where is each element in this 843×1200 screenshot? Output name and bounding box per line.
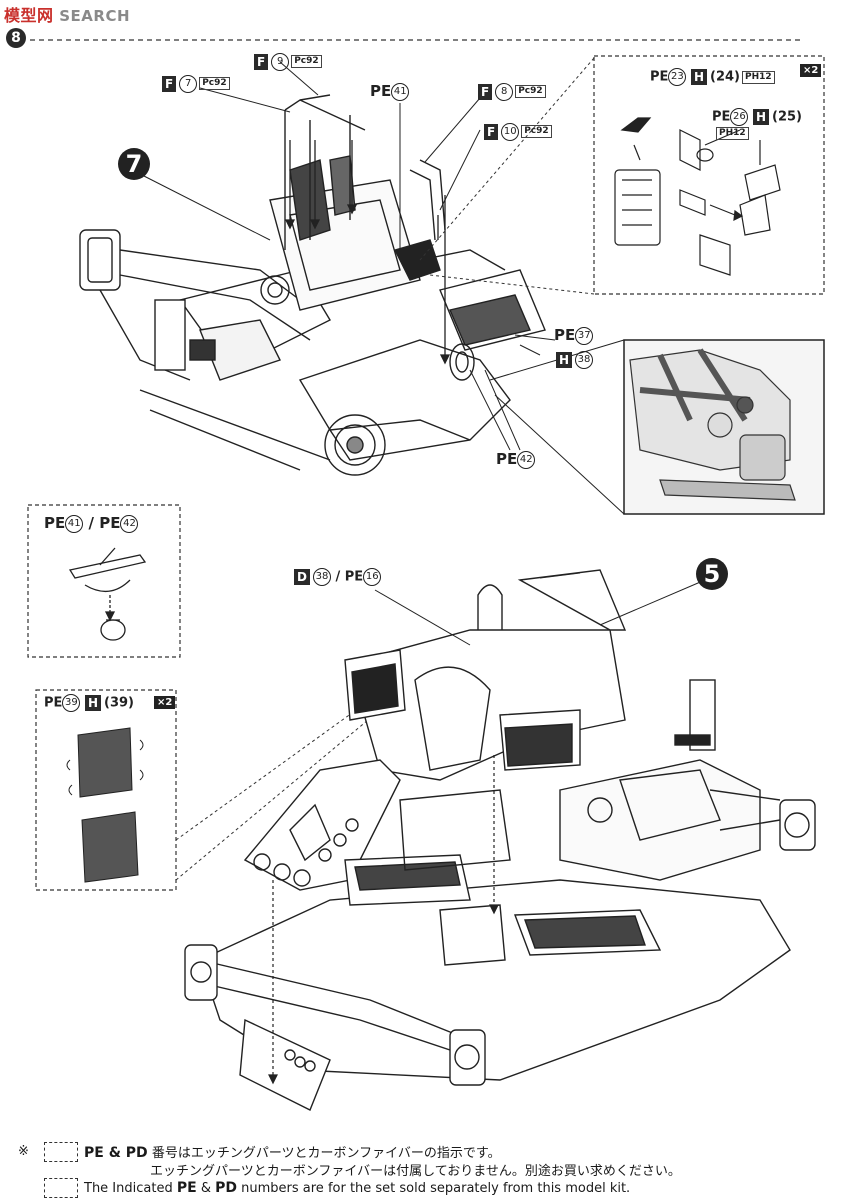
note-en-prefix: The Indicated: [84, 1181, 173, 1196]
part-tree-d: D: [294, 569, 310, 585]
part-num: 23: [668, 68, 687, 86]
material-pc: Pc92: [515, 85, 546, 98]
part-num: 39: [62, 694, 81, 712]
paren-num: (25): [772, 109, 802, 125]
part-num: 37: [575, 326, 594, 345]
h-icon: H: [556, 351, 573, 368]
material-pc: Pc92: [521, 125, 552, 138]
upper-arrows: [284, 140, 451, 365]
step-number: 8: [6, 28, 26, 48]
pe-prefix: PE: [44, 514, 66, 532]
note-en-suffix: numbers are for the set sold separately …: [241, 1181, 631, 1196]
watermark-chinese: 模型网: [4, 6, 54, 25]
part-num: 26: [730, 108, 749, 126]
part-num: 41: [391, 82, 410, 101]
multiplier-badge-bottom: ×2: [154, 696, 176, 709]
paren-num: (39): [104, 695, 134, 711]
upper-rear-assembly: [79, 94, 546, 476]
part-tree-f: F: [254, 53, 269, 70]
paren-num: (24): [710, 69, 740, 85]
material-ph: PH12: [741, 70, 775, 84]
part-num: 8: [495, 82, 514, 101]
detail-box-top: [593, 55, 825, 295]
note-en-amp: &: [200, 1181, 211, 1196]
detail-box-pe39: [35, 689, 177, 891]
pe-prefix: PE: [370, 82, 392, 100]
multiplier-badge-top: ×2: [800, 64, 822, 77]
upper-leaders: [141, 61, 556, 451]
part-num: 38: [575, 350, 594, 369]
pe-prefix: PE: [496, 450, 518, 468]
assembly-number-upper: 7: [118, 148, 150, 180]
h-icon: H: [690, 69, 707, 85]
note-jp-text2: エッチングパーツとカーボンファイバーは付属しておりません。別途お買い求めください…: [150, 1164, 681, 1179]
pe-prefix: PE: [554, 326, 576, 344]
part-num: 16: [363, 568, 382, 586]
note-jp-line2: エッチングパーツとカーボンファイバーは付属しておりません。別途お買い求めください…: [150, 1160, 681, 1179]
material-pc: Pc92: [199, 77, 230, 90]
h-icon: H: [84, 695, 101, 711]
pe-prefix: PE: [99, 514, 121, 532]
pe-prefix: PE: [344, 569, 364, 585]
callout-pe26-ph: PH12: [714, 126, 749, 140]
detail-box-top-art: [614, 117, 781, 276]
photo-inset-art: [629, 348, 796, 501]
lower-arrows: [268, 755, 499, 1085]
watermark-latin: SEARCH: [59, 7, 131, 25]
part-num: 9: [271, 52, 290, 71]
mesh-pieces: [66, 727, 144, 883]
pe-prefix: PE: [712, 109, 731, 125]
part-tree-f: F: [162, 75, 177, 92]
separator: /: [88, 514, 94, 532]
note-en-line: The Indicated PE & PD numbers are for th…: [84, 1180, 630, 1196]
detail-box-pe41-pe42: [27, 504, 181, 658]
detail-box-pe41-pe42-art: [68, 547, 147, 641]
separator: /: [335, 569, 341, 585]
watermark: 模型网 SEARCH: [4, 2, 130, 26]
pe-prefix: PE: [44, 695, 63, 711]
note-box-2: [44, 1178, 78, 1198]
part-tree-f: F: [484, 123, 499, 140]
part-num: 10: [501, 122, 520, 141]
part-num: 42: [517, 450, 536, 469]
note-box-1: [44, 1142, 78, 1162]
note-en-pe: PE: [176, 1180, 197, 1196]
material-pc: Pc92: [291, 55, 322, 68]
note-jp-line1: PE & PD 番号はエッチングパーツとカーボンファイバーの指示です。: [84, 1142, 501, 1161]
h-icon: H: [752, 109, 769, 125]
note-mark: ※: [18, 1144, 29, 1159]
note-en-pd: PD: [215, 1180, 237, 1196]
part-num: 38: [312, 568, 331, 586]
part-num: 7: [179, 74, 198, 93]
footer-note: ※ PE & PD 番号はエッチングパーツとカーボンファイバーの指示です。 エッ…: [0, 1138, 843, 1200]
lower-leaders: [374, 579, 706, 646]
material-ph: PH12: [716, 126, 749, 140]
part-tree-f: F: [478, 83, 493, 100]
note-jp-text1: 番号はエッチングパーツとカーボンファイバーの指示です。: [151, 1146, 501, 1161]
assembly-number-lower: 5: [696, 558, 728, 590]
lower-chassis: [184, 569, 816, 1111]
part-num: 41: [65, 514, 84, 533]
pe-prefix: PE: [650, 69, 669, 85]
pe-pd-label: PE & PD: [84, 1145, 148, 1161]
part-num: 42: [120, 514, 139, 533]
